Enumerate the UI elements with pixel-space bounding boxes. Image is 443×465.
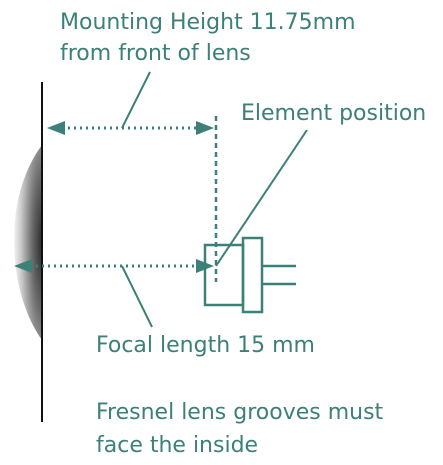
element-position-label: Element position [241,101,426,126]
fresnel-note-line1: Fresnel lens grooves must [96,400,384,425]
fresnel-lens [14,145,42,340]
mounting-height-arrow [47,121,214,135]
element-position-leader [215,129,308,267]
fresnel-note-line2: face the inside [96,433,258,458]
focal-length-leader [121,265,153,328]
sensor-flange [241,236,264,314]
focal-length-label: Focal length 15 mm [96,333,315,358]
mounting-height-leader [121,71,151,129]
mounting-height-label-line2: from front of lens [60,41,251,66]
mounting-height-label-line1: Mounting Height 11.75mm [60,10,356,35]
focal-length-arrow [14,259,214,273]
sensor-component [203,236,296,314]
